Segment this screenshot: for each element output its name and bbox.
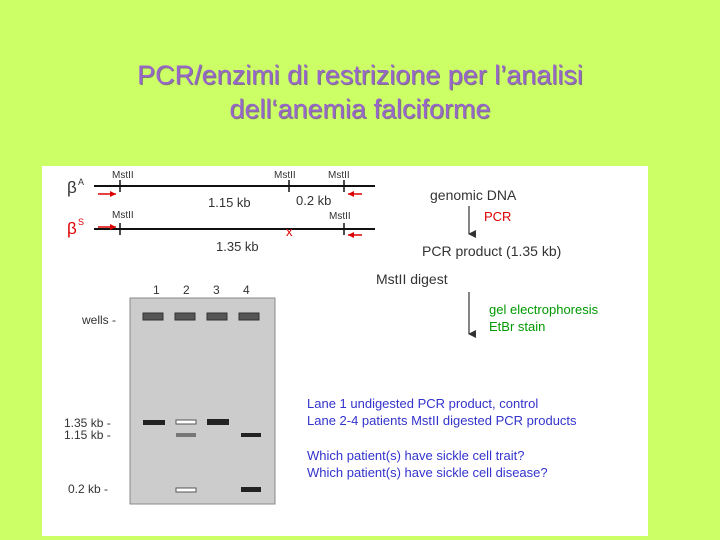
allele-a-superscript: A <box>78 177 84 187</box>
marker-115: 1.15 kb - <box>64 428 111 442</box>
lane-label-3: 3 <box>213 283 220 297</box>
fragment-label-135: 1.35 kb <box>216 239 259 254</box>
allele-s-superscript: S <box>78 217 84 227</box>
site-label-a2: MstII <box>274 170 296 181</box>
band-lane2-02 <box>175 487 197 493</box>
site-label-a3: MstII <box>328 170 350 181</box>
reverse-primer-s-arrowhead <box>348 232 354 238</box>
band-lane3-135 <box>207 419 229 425</box>
forward-primer-s-arrowhead <box>110 224 116 230</box>
step-pcr-product: PCR product (1.35 kb) <box>422 243 561 259</box>
notes: Lane 1 undigested PCR product, control L… <box>307 396 577 480</box>
figure-canvas: β A MstII MstII MstII 1.15 kb 0.2 kb β S… <box>64 170 599 505</box>
well-2 <box>174 312 196 321</box>
site-label-s3: MstII <box>329 211 351 222</box>
marker-wells: wells - <box>81 313 116 327</box>
fragment-label-02: 0.2 kb <box>296 193 331 208</box>
forward-primer-a-arrowhead <box>110 191 116 197</box>
mutation-mark: x <box>286 224 293 239</box>
note-lane2-4: Lane 2-4 patients MstII digested PCR pro… <box>307 413 577 428</box>
restriction-map: β A MstII MstII MstII 1.15 kb 0.2 kb β S… <box>67 170 375 254</box>
question-sickle-trait: Which patient(s) have sickle cell trait? <box>307 448 524 463</box>
title-line-2: dell‘anemia falciforme <box>229 94 491 124</box>
band-lane1-135 <box>143 420 165 425</box>
allele-s-symbol: β <box>67 219 77 238</box>
reverse-primer-a-arrowhead <box>348 191 354 197</box>
well-1 <box>142 312 164 321</box>
gel: 1 2 3 4 wells - 1.35 kb - 1.15 kb - 0.2 … <box>64 283 276 505</box>
fragment-label-115: 1.15 kb <box>208 195 251 210</box>
band-lane4-115 <box>241 433 261 437</box>
slide-title: PCR/enzimi di restrizione per l’analisi … <box>0 58 720 126</box>
title-line-1: PCR/enzimi di restrizione per l’analisi <box>137 60 583 90</box>
lane-label-4: 4 <box>243 283 250 297</box>
gel-body <box>129 297 276 505</box>
site-label-a1: MstII <box>112 170 134 181</box>
allele-a-symbol: β <box>67 178 77 197</box>
sickle-cell-pcr-figure: β A MstII MstII MstII 1.15 kb 0.2 kb β S… <box>42 166 648 536</box>
procedure-flow: genomic DNA PCR PCR product (1.35 kb) Ms… <box>376 187 599 338</box>
step-etbr-stain: EtBr stain <box>489 319 545 334</box>
step-pcr: PCR <box>484 209 511 224</box>
band-lane2-115 <box>176 433 196 437</box>
well-3 <box>206 312 228 321</box>
lane-label-1: 1 <box>153 283 160 297</box>
marker-02: 0.2 kb - <box>68 482 108 496</box>
band-lane2-135 <box>175 419 197 425</box>
well-4 <box>238 312 260 321</box>
site-label-s1: MstII <box>112 210 134 221</box>
lane-label-2: 2 <box>183 283 190 297</box>
note-lane1: Lane 1 undigested PCR product, control <box>307 396 538 411</box>
step-genomic-dna: genomic DNA <box>430 187 517 203</box>
step-gel-electrophoresis: gel electrophoresis <box>489 302 599 317</box>
step-mstii-digest: MstII digest <box>376 271 448 287</box>
question-sickle-disease: Which patient(s) have sickle cell diseas… <box>307 465 548 480</box>
marker-135: 1.35 kb - <box>64 416 111 430</box>
band-lane4-02 <box>241 487 261 492</box>
